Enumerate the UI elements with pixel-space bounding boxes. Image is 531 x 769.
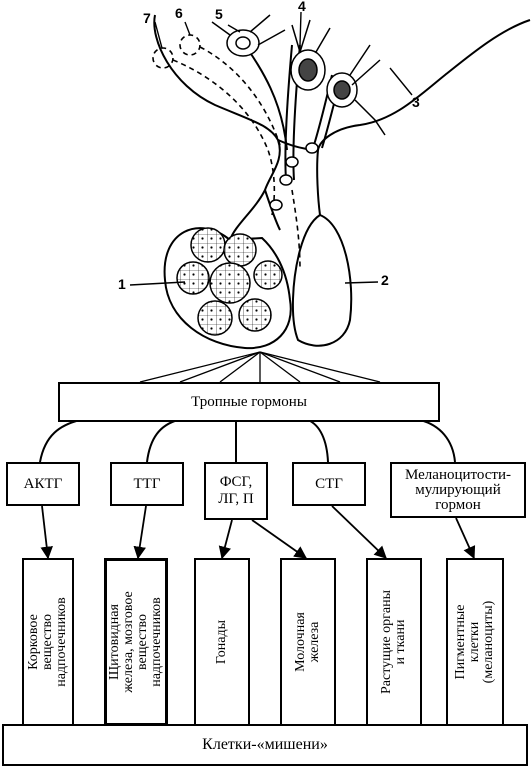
hypothalamus-outline	[153, 14, 281, 241]
hormone-box-tsh: ТТГ	[110, 462, 184, 506]
label-5: 5	[215, 6, 223, 22]
third-ventricle-outline	[316, 19, 531, 216]
neuron-dendrites	[211, 14, 386, 136]
hormone-label: АКТГ	[23, 475, 63, 492]
target-label: Щитовидная железа, мозговое вещество над…	[107, 591, 164, 693]
target-label: Пигментные клетки (меланоциты)	[453, 600, 496, 684]
label-2: 2	[381, 272, 389, 288]
target-mammary-gland: Молочная железа	[280, 558, 336, 726]
target-label: Гонады	[214, 619, 229, 665]
target-thyroid-adrenal-medulla: Щитовидная железа, мозговое вещество над…	[104, 558, 168, 726]
tropic-hormones-box: Тропные гормоны	[58, 382, 440, 422]
convergence-lines	[139, 351, 381, 383]
hormone-label: СТГ	[315, 475, 343, 492]
anterior-lobe-cell-clusters	[176, 227, 283, 336]
hormone-branches	[39, 419, 456, 463]
posterior-lobe	[291, 213, 353, 347]
target-adrenal-cortex: Корковое вещество надпочечников	[22, 558, 74, 726]
target-cells-box: Клетки-«мишени»	[2, 724, 528, 766]
label-7: 7	[143, 10, 151, 26]
label-4: 4	[298, 0, 306, 14]
hypothalamic-neurons-dashed	[152, 34, 301, 271]
hormone-box-acth: АКТГ	[6, 462, 80, 506]
hormone-box-gh: СТГ	[292, 462, 366, 506]
target-melanocytes: Пигментные клетки (меланоциты)	[446, 558, 504, 726]
target-label: Корковое вещество надпочечников	[26, 597, 69, 687]
hormone-box-fsh-lh-p: ФСГ, ЛГ, П	[204, 462, 268, 520]
hormone-arrows	[40, 505, 476, 560]
label-1: 1	[118, 276, 126, 292]
tropic-hormones-title: Тропные гормоны	[191, 393, 307, 410]
label-3: 3	[412, 94, 420, 110]
target-growing-organs: Растущие органы и ткани	[366, 558, 422, 726]
target-label: Молочная железа	[293, 612, 322, 672]
target-cells-title: Клетки-«мишени»	[202, 736, 328, 753]
hormone-label: Меланоцитости- мулирующий гормон	[405, 466, 511, 513]
stalk-vesicles	[269, 142, 319, 211]
neuron-cell-bodies	[226, 29, 358, 108]
label-6: 6	[175, 5, 183, 21]
hormone-label: ТТГ	[133, 475, 161, 492]
target-label: Растущие органы и ткани	[379, 590, 408, 694]
label-leaders	[129, 11, 413, 286]
hormone-box-msh: Меланоцитости- мулирующий гормон	[390, 462, 526, 518]
target-gonads: Гонады	[194, 558, 250, 726]
hormone-label: ФСГ, ЛГ, П	[218, 474, 254, 507]
